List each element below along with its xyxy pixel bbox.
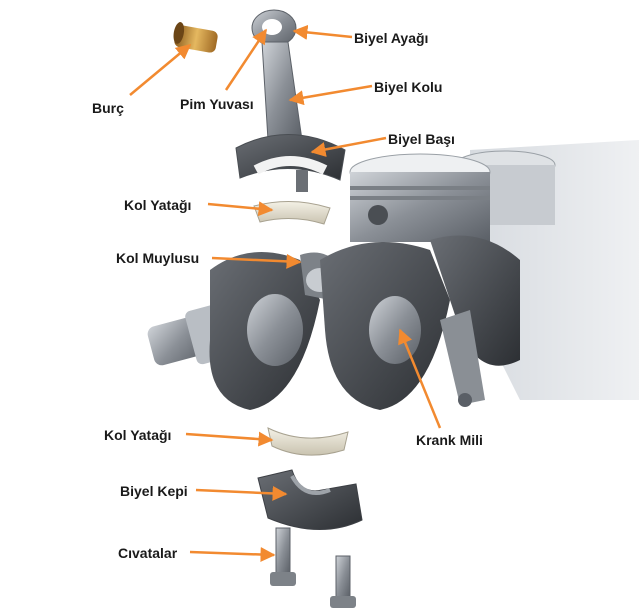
label-biyel-ayagi: Biyel Ayağı [354,30,429,46]
arrow-biyel-kolu [288,84,373,106]
bolt-part [330,555,356,608]
upper-bearing-shell [253,200,331,225]
bushing-part [173,22,218,53]
lower-bearing-shell [267,427,349,456]
label-kol-yatagi-top: Kol Yatağı [124,197,192,213]
arrow-kol-yatagi-bottom [185,431,274,447]
crankshaft-part [147,235,520,410]
arrow-pim-yuvasi [224,28,268,91]
label-biyel-basi: Biyel Başı [388,131,455,147]
label-pim-yuvasi: Pim Yuvası [180,96,254,112]
arrow-kol-muylusu [211,253,302,269]
label-biyel-kolu: Biyel Kolu [374,79,443,95]
arrow-biyel-basi [310,136,387,157]
arrow-biyel-ayagi [292,24,353,40]
label-krank-mili: Krank Mili [416,432,483,448]
label-kol-yatagi-bottom: Kol Yatağı [104,427,172,443]
rod-cap-part [257,469,363,530]
arrow-krank-mili [398,328,442,429]
leader-arrows [129,24,442,563]
label-biyel-kepi: Biyel Kepi [120,483,188,499]
arrow-biyel-kepi [195,485,288,501]
label-kol-muylusu: Kol Muylusu [116,250,200,266]
label-burc: Burç [92,100,124,116]
label-civatalar: Cıvatalar [118,545,178,561]
bolt-part [270,527,296,586]
arrow-kol-yatagi-top [207,201,274,217]
arrow-civatalar [189,547,276,563]
arrow-burc [129,44,192,96]
piston [349,150,556,242]
